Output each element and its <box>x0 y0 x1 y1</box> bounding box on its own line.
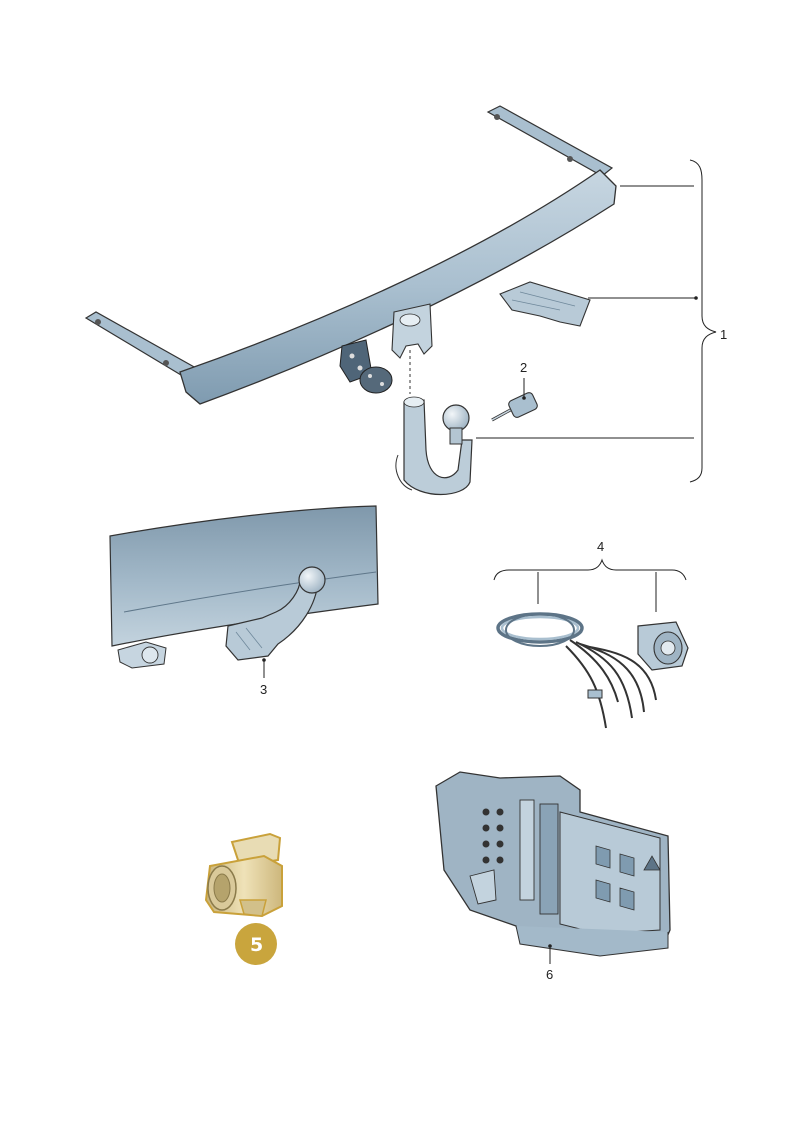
tow-bar-assembly <box>84 105 617 496</box>
detachable-ball-neck <box>395 396 473 496</box>
grease-sachet <box>499 281 591 327</box>
harness-socket <box>637 621 689 671</box>
callout-4: 4 <box>597 539 604 554</box>
socket-plate <box>359 366 393 394</box>
rear-bumper <box>109 505 379 647</box>
receiver-housing <box>391 303 433 359</box>
right-mounting-arm <box>486 105 614 177</box>
left-mounting-arm <box>84 311 197 379</box>
harness-bracket <box>493 558 687 581</box>
key <box>491 392 538 422</box>
callout-2: 2 <box>520 360 527 375</box>
callout-6: 6 <box>546 967 553 982</box>
bumper-with-tow-bar <box>109 505 379 669</box>
highlight-badge[interactable] <box>235 923 277 965</box>
callout-5: 5 <box>250 934 263 956</box>
fixed-ball-neck <box>225 566 326 661</box>
socket-part-5 <box>204 832 283 918</box>
trailer-control-unit <box>435 771 671 957</box>
cross-bar <box>179 169 617 405</box>
wiring-harness <box>496 612 657 729</box>
callout-1: 1 <box>720 327 727 342</box>
callout-3: 3 <box>260 682 267 697</box>
assembly-bracket <box>689 159 717 483</box>
